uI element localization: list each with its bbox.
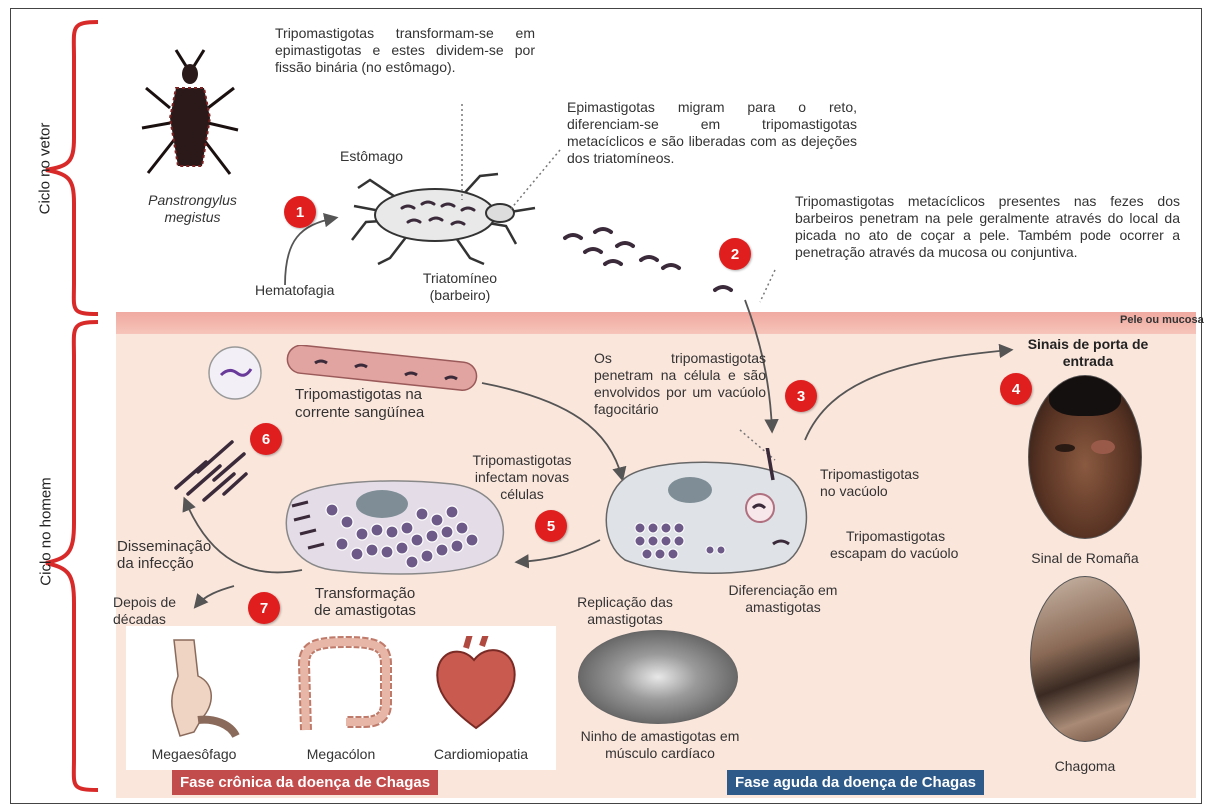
step-badge-7: 7 xyxy=(248,592,280,624)
phase-acute-banner: Fase aguda da doença de Chagas xyxy=(727,770,984,795)
disseminated-parasites xyxy=(168,428,258,508)
hair-shape xyxy=(1049,376,1121,416)
label-chagoma: Chagoma xyxy=(1020,758,1150,775)
transform-line-2: de amastigotas xyxy=(295,602,435,619)
label-tripos-vacuole: Tripomastigotas no vacúolo xyxy=(820,466,919,500)
step-badge-4: 4 xyxy=(1000,373,1032,405)
replication-line-2: amastigotas xyxy=(565,611,685,628)
label-megacolon: Megacólon xyxy=(286,746,396,763)
tripos-vacuole-line-1: Tripomastigotas xyxy=(820,466,919,483)
step-badge-3: 3 xyxy=(785,380,817,412)
label-decades: Depois de décadas xyxy=(113,594,176,628)
escape-line-1: Tripomastigotas xyxy=(830,528,958,545)
desc-cell-penetrate: Os tripomastigotas penetram na célula e … xyxy=(594,350,766,418)
escape-line-2: escapam do vacúolo xyxy=(830,545,958,562)
label-escape: Tripomastigotas escapam do vacúolo xyxy=(830,528,958,562)
label-megaesophagus: Megaesôfago xyxy=(134,746,254,763)
blood-tripos-line-1: Tripomastigotas na xyxy=(295,386,424,404)
esophagus-icon xyxy=(154,636,244,741)
infect-new-line-3: células xyxy=(462,486,582,503)
label-romana-sign: Sinal de Romaña xyxy=(1020,550,1150,567)
step-badge-2: 2 xyxy=(719,238,751,270)
nest-line-1: Ninho de amastigotas em xyxy=(560,728,760,745)
label-entry-signs: Sinais de porta de entrada xyxy=(1018,336,1158,370)
replication-line-1: Replicação das xyxy=(565,594,685,611)
blood-tripos-line-2: corrente sangüínea xyxy=(295,404,424,422)
label-dissemination: Disseminação da infecção xyxy=(117,538,211,572)
colon-icon xyxy=(286,634,406,739)
infect-new-line-2: infectam novas xyxy=(462,469,582,486)
step-badge-1: 1 xyxy=(284,196,316,228)
label-cardiomyopathy: Cardiomiopatia xyxy=(416,746,546,763)
label-blood-tripos: Tripomastigotas na corrente sangüínea xyxy=(295,386,424,422)
chronic-organs-panel: Megaesôfago Megacólon Cardiomiopatia xyxy=(126,626,556,770)
dissemination-line-1: Disseminação xyxy=(117,538,211,555)
label-replication: Replicação das amastigotas xyxy=(565,594,685,628)
tripos-vacuole-line-2: no vacúolo xyxy=(820,483,919,500)
step-badge-5: 5 xyxy=(535,510,567,542)
label-differentiation: Diferenciação em amastigotas xyxy=(718,582,848,616)
diff-line-2: amastigotas xyxy=(718,599,848,616)
label-transform: Transformação de amastigotas xyxy=(295,585,435,619)
chagoma-photo xyxy=(1030,576,1140,742)
phase-chronic-banner: Fase crônica da doença de Chagas xyxy=(172,770,438,795)
label-nest: Ninho de amastigotas em músculo cardíaco xyxy=(560,728,760,762)
amastigote-nest-photo xyxy=(578,630,738,724)
host-cell-drawing xyxy=(595,448,820,578)
romana-sign-photo xyxy=(1028,375,1142,539)
swollen-eye-shape xyxy=(1091,440,1115,454)
infect-new-line-1: Tripomastigotas xyxy=(462,452,582,469)
heart-icon xyxy=(426,636,526,736)
decades-line-1: Depois de xyxy=(113,594,176,611)
diff-line-1: Diferenciação em xyxy=(718,582,848,599)
transform-line-1: Transformação xyxy=(295,585,435,602)
label-infect-new: Tripomastigotas infectam novas células xyxy=(462,452,582,503)
dissemination-line-2: da infecção xyxy=(117,555,211,572)
eye-shape xyxy=(1055,444,1075,452)
label-skin-mucosa: Pele ou mucosa xyxy=(1120,314,1204,326)
nest-line-2: músculo cardíaco xyxy=(560,745,760,762)
